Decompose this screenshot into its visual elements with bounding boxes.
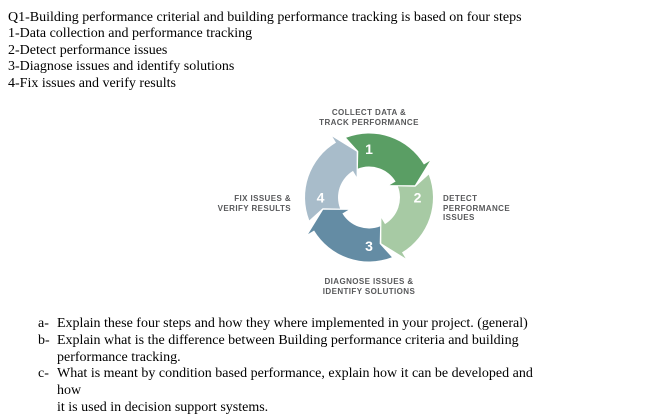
step-line-1: 1-Data collection and performance tracki… xyxy=(8,26,253,42)
cycle-number-3: 3 xyxy=(365,238,373,254)
cycle-label-diagnose: DIAGNOSE ISSUES & IDENTIFY SOLUTIONS xyxy=(322,277,416,296)
step-line-2: 2-Detect performance issues xyxy=(8,42,168,58)
cycle-number-2: 2 xyxy=(414,190,422,206)
q1-title: Q1-Building performance criterial and bu… xyxy=(8,10,522,25)
cycle-label-detect: DETECT PERFORMANCE ISSUES xyxy=(443,194,511,223)
cycle-label-collect: COLLECT DATA & TRACK PERFORMANCE xyxy=(319,108,419,127)
question-b: b- Explain what is the difference betwee… xyxy=(38,332,519,365)
cycle-number-4: 4 xyxy=(317,190,325,206)
question-a: a- Explain these four steps and how they… xyxy=(38,316,528,331)
question-b-marker: b- xyxy=(38,332,50,348)
cycle-arrow-fix xyxy=(305,136,357,221)
sub-questions-list: a- Explain these four steps and how they… xyxy=(38,316,538,417)
question-c: c- What is meant by condition based perf… xyxy=(38,366,533,415)
cycle-label-fix: FIX ISSUES & VERIFY RESULTS xyxy=(217,194,291,213)
step-line-3: 3-Diagnose issues and identify solutions xyxy=(8,59,235,75)
cycle-arrow-collect xyxy=(346,133,430,186)
question-intro: Q1-Building performance criterial and bu… xyxy=(8,10,638,92)
cycle-arrow-detect xyxy=(381,174,433,259)
question-c-marker: c- xyxy=(38,366,49,382)
cycle-number-1: 1 xyxy=(365,141,373,157)
step-line-4: 4-Fix issues and verify results xyxy=(8,75,176,91)
question-a-marker: a- xyxy=(38,316,49,331)
cycle-arrow-diagnose xyxy=(308,209,392,262)
